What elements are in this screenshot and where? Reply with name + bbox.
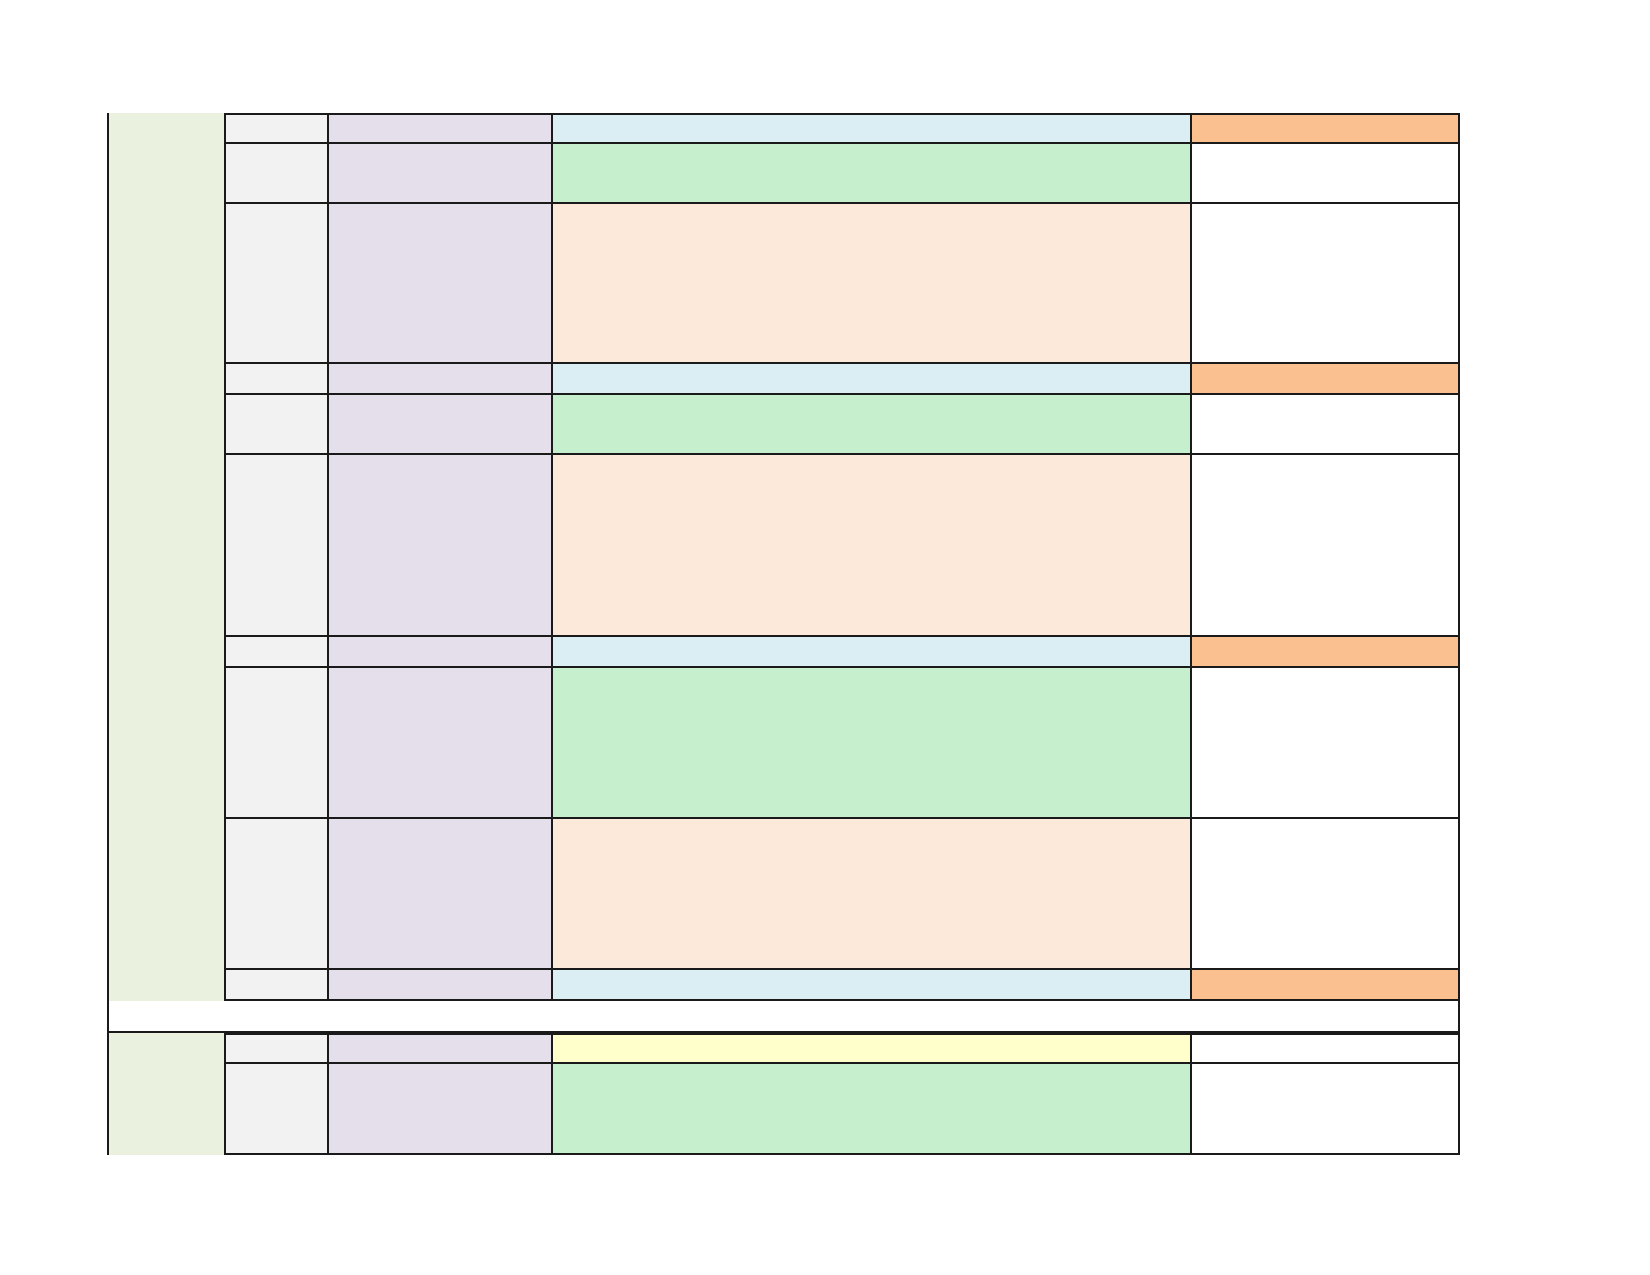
peach-content-cell[interactable] [553, 819, 1192, 970]
header-content-cell[interactable] [553, 637, 1192, 668]
green-content-cell[interactable] [553, 395, 1192, 455]
green-content-cell[interactable] [553, 1064, 1192, 1155]
index-cell[interactable] [224, 1064, 329, 1155]
header-content-cell[interactable] [553, 113, 1192, 144]
label-cell[interactable] [329, 113, 553, 144]
header-side-cell[interactable] [1192, 637, 1460, 668]
label-cell[interactable] [329, 364, 553, 395]
header-content-cell[interactable] [553, 364, 1192, 395]
label-cell[interactable] [329, 970, 553, 1001]
side-cell[interactable] [1192, 1033, 1460, 1064]
index-cell[interactable] [224, 204, 329, 364]
label-cell[interactable] [329, 144, 553, 204]
section-column-1 [107, 113, 224, 1001]
index-cell[interactable] [224, 113, 329, 144]
side-cell[interactable] [1192, 144, 1460, 204]
index-cell[interactable] [224, 144, 329, 204]
index-cell[interactable] [224, 637, 329, 668]
label-cell[interactable] [329, 819, 553, 970]
index-cell[interactable] [224, 668, 329, 819]
peach-content-cell[interactable] [553, 455, 1192, 637]
index-cell[interactable] [224, 455, 329, 637]
section-column-2 [107, 1033, 224, 1155]
header-content-cell[interactable] [553, 970, 1192, 1001]
label-cell[interactable] [329, 1033, 553, 1064]
side-cell[interactable] [1192, 204, 1460, 364]
index-cell[interactable] [224, 364, 329, 395]
label-cell[interactable] [329, 637, 553, 668]
index-cell[interactable] [224, 1033, 329, 1064]
side-cell[interactable] [1192, 395, 1460, 455]
section-separator-row [107, 1001, 1460, 1033]
peach-content-cell[interactable] [553, 204, 1192, 364]
label-cell[interactable] [329, 204, 553, 364]
header-side-cell[interactable] [1192, 364, 1460, 395]
green-content-cell[interactable] [553, 668, 1192, 819]
label-cell[interactable] [329, 395, 553, 455]
side-cell[interactable] [1192, 455, 1460, 637]
index-cell[interactable] [224, 395, 329, 455]
yellow-content-cell[interactable] [553, 1033, 1192, 1064]
header-side-cell[interactable] [1192, 113, 1460, 144]
label-cell[interactable] [329, 668, 553, 819]
index-cell[interactable] [224, 970, 329, 1001]
index-cell[interactable] [224, 819, 329, 970]
label-cell[interactable] [329, 455, 553, 637]
header-side-cell[interactable] [1192, 970, 1460, 1001]
green-content-cell[interactable] [553, 144, 1192, 204]
side-cell[interactable] [1192, 819, 1460, 970]
label-cell[interactable] [329, 1064, 553, 1155]
side-cell[interactable] [1192, 668, 1460, 819]
side-cell[interactable] [1192, 1064, 1460, 1155]
